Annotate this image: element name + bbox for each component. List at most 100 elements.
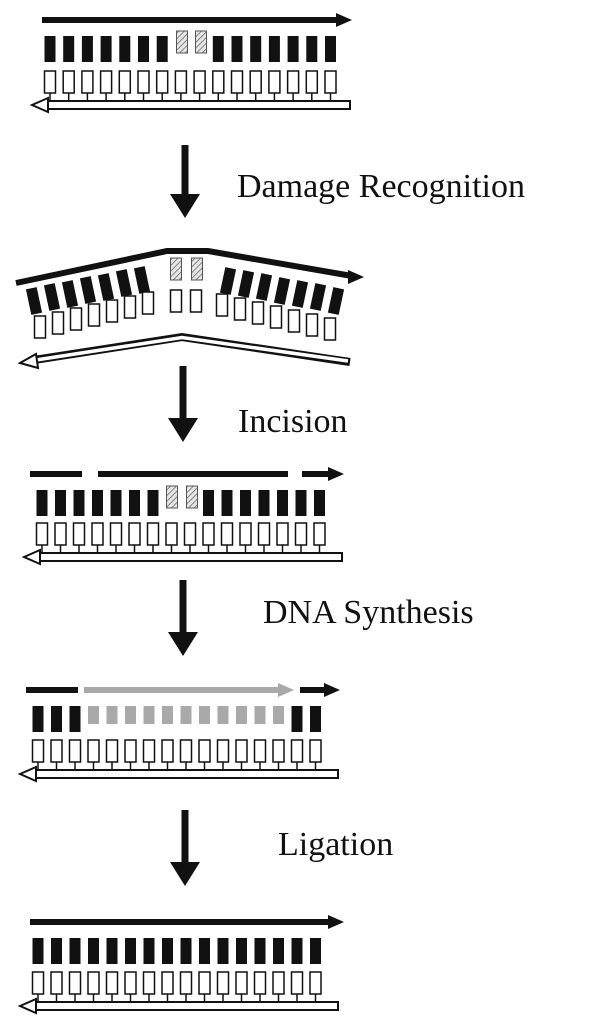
- dark-base: [310, 706, 321, 732]
- down-arrow-head: [168, 418, 198, 442]
- light-base: [290, 971, 304, 995]
- dark-base: [51, 938, 62, 964]
- bottom-strand-arrowhead: [17, 997, 37, 1015]
- dark-base: [237, 270, 255, 298]
- light-base: [124, 971, 137, 995]
- bottom-strand: [31, 769, 339, 779]
- dark-base: [310, 938, 321, 964]
- top-strand-arrowhead: [328, 915, 344, 929]
- light-base: [183, 522, 197, 546]
- light-base: [87, 739, 100, 763]
- dark-base: [162, 938, 173, 964]
- bottom-strand: [31, 1001, 339, 1011]
- light-base: [230, 70, 244, 94]
- light-base: [51, 311, 65, 335]
- dark-base: [36, 490, 48, 516]
- light-base: [269, 305, 283, 329]
- top-strand: [15, 248, 353, 286]
- dark-base: [314, 490, 325, 516]
- damaged-base: [170, 257, 182, 281]
- light-base: [305, 70, 319, 94]
- light-base: [324, 70, 337, 94]
- new-base: [236, 706, 247, 724]
- stage-4-synthesized-dna: [17, 683, 340, 783]
- dark-base: [221, 490, 233, 516]
- step-arrow-1: [170, 145, 200, 218]
- light-base: [161, 739, 174, 763]
- dark-base: [309, 283, 327, 311]
- light-base: [233, 297, 247, 321]
- light-base: [249, 70, 262, 94]
- dark-base: [255, 273, 273, 301]
- stage-1-damaged-dna: [29, 13, 352, 114]
- damaged-base: [186, 485, 198, 509]
- light-base: [272, 739, 285, 763]
- dark-base: [32, 938, 44, 964]
- light-base: [235, 971, 248, 995]
- light-base: [123, 295, 137, 319]
- dark-base: [32, 706, 44, 732]
- stage-2-bent-dna: [15, 248, 364, 370]
- light-base: [294, 522, 308, 546]
- new-base: [143, 706, 155, 724]
- new-base: [180, 706, 192, 724]
- dark-base: [273, 277, 291, 305]
- light-base: [309, 971, 322, 995]
- new-base: [273, 706, 284, 724]
- damaged-base: [191, 257, 203, 281]
- dark-base: [81, 36, 93, 62]
- light-base: [33, 315, 47, 339]
- light-base: [253, 971, 267, 995]
- light-base: [109, 522, 123, 546]
- dark-base: [92, 490, 103, 516]
- dark-base: [55, 490, 66, 516]
- dark-base: [100, 36, 112, 62]
- light-base: [216, 739, 230, 763]
- newly-synthesized-strand-arrowhead: [278, 683, 294, 697]
- down-arrow-head: [170, 194, 200, 218]
- top-strand-right-fragment-arrowhead: [324, 683, 340, 697]
- dark-base: [250, 36, 262, 62]
- light-base: [323, 317, 337, 341]
- light-base: [35, 522, 49, 546]
- damaged-base: [176, 30, 188, 54]
- dark-base: [129, 490, 140, 516]
- light-base: [235, 739, 248, 763]
- dark-base: [51, 706, 62, 732]
- dark-base: [156, 36, 168, 62]
- light-base: [198, 971, 211, 995]
- dark-base: [110, 490, 122, 516]
- light-base: [215, 293, 229, 317]
- dark-base: [69, 938, 81, 964]
- bottom-strand-arrowhead: [17, 765, 37, 783]
- light-base: [253, 739, 267, 763]
- light-base: [137, 70, 150, 94]
- dark-base: [44, 36, 56, 62]
- light-base: [146, 522, 160, 546]
- dark-base: [258, 490, 270, 516]
- bottom-strand: [35, 552, 343, 562]
- light-base: [62, 70, 75, 94]
- light-base: [91, 522, 104, 546]
- dark-base: [133, 266, 151, 294]
- dark-base: [217, 938, 229, 964]
- light-base: [165, 522, 178, 546]
- new-base: [217, 706, 229, 724]
- light-base: [305, 313, 319, 337]
- bottom-strand-arrowhead: [17, 352, 40, 370]
- dark-base: [138, 36, 149, 62]
- light-base: [309, 739, 322, 763]
- light-base: [290, 739, 304, 763]
- new-base: [88, 706, 99, 724]
- dark-base: [147, 490, 159, 516]
- light-base: [257, 522, 271, 546]
- dark-base: [119, 36, 131, 62]
- light-base: [169, 289, 183, 313]
- light-base: [54, 522, 67, 546]
- light-base: [212, 70, 225, 94]
- light-base: [155, 70, 169, 94]
- dark-base: [61, 280, 79, 308]
- new-base: [125, 706, 136, 724]
- light-base: [161, 971, 174, 995]
- dark-base: [268, 36, 280, 62]
